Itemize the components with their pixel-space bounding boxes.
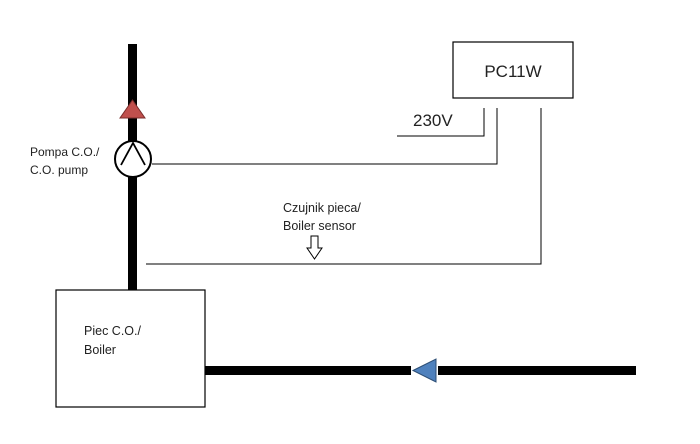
- boiler-label-line2: Boiler: [84, 343, 116, 357]
- boiler-label-line1: Piec C.O./: [84, 324, 141, 338]
- hollow-down-arrow-icon: [306, 235, 323, 260]
- sensor-label-line1: Czujnik pieca/: [283, 201, 361, 215]
- pump-label-line2: C.O. pump: [30, 163, 88, 177]
- circulation-pump-icon: [114, 140, 152, 178]
- sensor-label-line2: Boiler sensor: [283, 219, 356, 233]
- power-label: 230V: [413, 111, 453, 130]
- controller-label: PC11W: [484, 62, 541, 81]
- power-supply-wire: [397, 108, 485, 137]
- sensor-wire: [146, 108, 542, 265]
- controller-box: [452, 41, 574, 99]
- pump-label-line1: Pompa C.O./: [30, 145, 100, 159]
- flow-left-arrow-icon: [411, 358, 437, 383]
- flow-up-arrow-icon: [119, 99, 146, 119]
- pump-wire: [152, 108, 498, 165]
- return-pipe-left: [205, 366, 411, 375]
- return-pipe-right: [438, 366, 636, 375]
- boiler-box: [55, 289, 206, 408]
